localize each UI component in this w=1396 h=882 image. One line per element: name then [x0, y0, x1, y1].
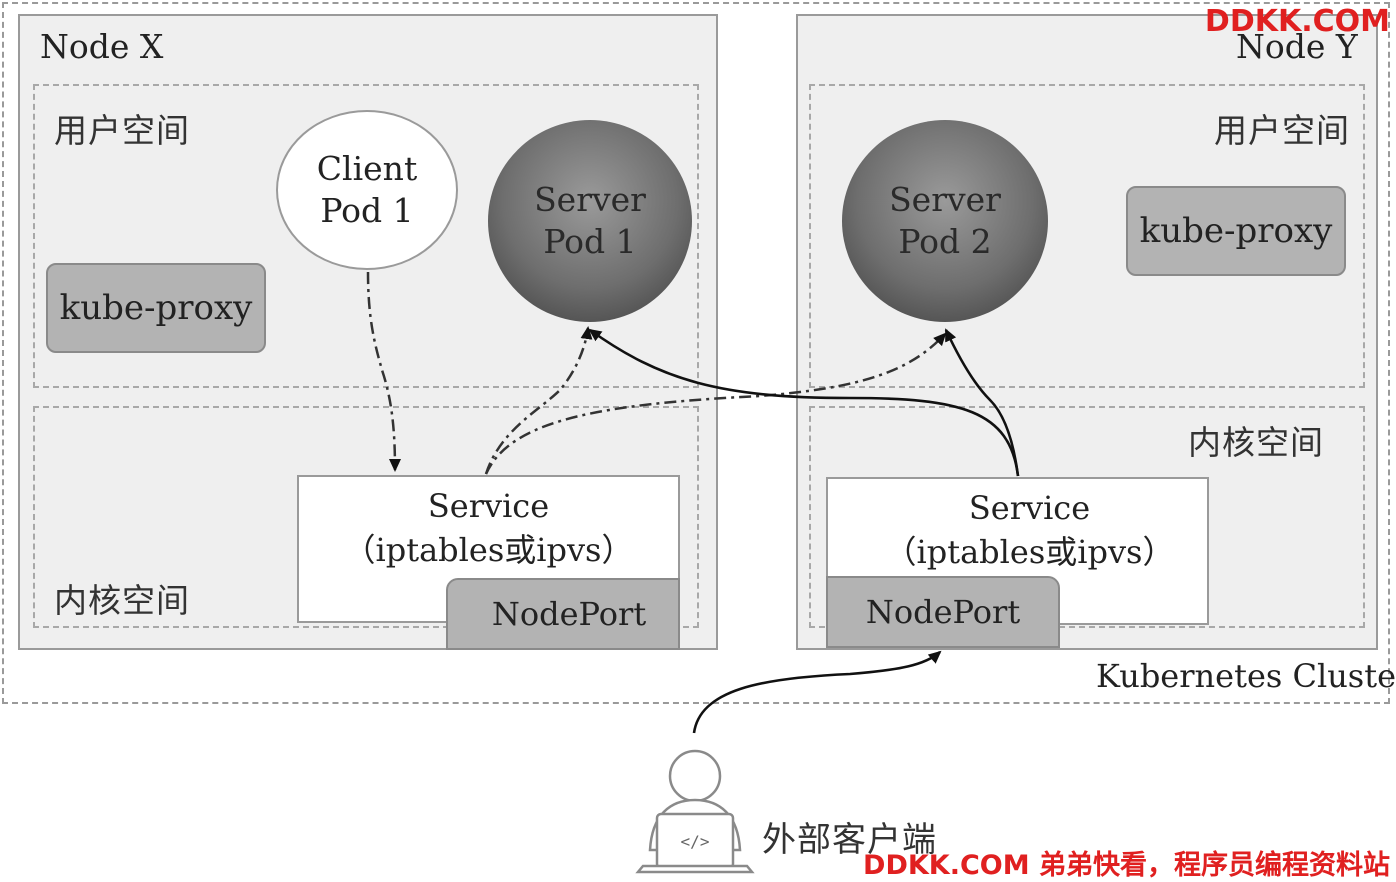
node-x-kube-proxy: kube-proxy	[46, 263, 266, 353]
node-x-service-title: Service	[427, 487, 550, 525]
watermark-bottom: DDKK.COM 弟弟快看，程序员编程资料站	[863, 850, 1390, 881]
node-y-kube-proxy: kube-proxy	[1126, 186, 1346, 276]
node-x-nodeport: NodePort	[446, 578, 680, 650]
client-pod-1-line2: Pod 1	[320, 191, 414, 230]
server-pod-1-line2: Pod 1	[543, 222, 637, 261]
node-y-title: Node Y	[1236, 27, 1358, 66]
arrow-servicex-to-serverpod1	[484, 326, 593, 475]
node-x-kernel-space	[33, 406, 699, 628]
node-x-service-text: Service （iptables或ipvs）	[297, 484, 680, 572]
arrow-external-to-nodeport	[692, 650, 942, 734]
watermark-top: DDKK.COM	[1204, 4, 1390, 39]
node-y-kernel-space	[809, 406, 1365, 628]
arrow-servicey-to-serverpod2	[944, 328, 1020, 477]
client-pod-1: Client Pod 1	[276, 110, 458, 270]
server-pod-2-line1: Server	[889, 180, 1001, 219]
svg-text:</>: </>	[681, 832, 710, 851]
server-pod-2-line2: Pod 2	[898, 222, 992, 261]
node-y-user-space	[809, 84, 1365, 388]
node-x-user-space-label: 用户空间	[54, 111, 190, 150]
kubernetes-cluster-boundary	[2, 2, 1390, 704]
arrow-servicey-to-serverpod1	[588, 328, 1020, 477]
server-pod-1-line1: Server	[534, 180, 646, 219]
node-x-kernel-space-label: 内核空间	[54, 581, 190, 620]
node-y-service-subtitle: （iptables或ipvs）	[884, 533, 1175, 571]
server-pod-2: Server Pod 2	[842, 120, 1048, 322]
arrow-servicex-to-serverpod2	[484, 332, 947, 475]
node-y-nodeport: NodePort	[826, 576, 1060, 648]
server-pod-1: Server Pod 1	[488, 120, 692, 322]
node-y-service-title: Service	[968, 489, 1091, 527]
developer-laptop-icon: </>	[635, 749, 755, 874]
node-y-kernel-space-label: 内核空间	[1188, 423, 1324, 462]
node-x-user-space	[33, 84, 699, 388]
node-x-service-subtitle: （iptables或ipvs）	[343, 531, 634, 569]
node-y-service-text: Service （iptables或ipvs）	[838, 486, 1221, 574]
client-pod-1-line1: Client	[316, 149, 418, 188]
node-x-title: Node X	[40, 27, 164, 66]
external-client-label: 外部客户端	[762, 820, 937, 860]
arrow-client-to-service	[366, 271, 401, 472]
node-y-user-space-label: 用户空间	[1214, 111, 1350, 150]
cluster-label: Kubernetes Cluster	[1096, 657, 1396, 695]
